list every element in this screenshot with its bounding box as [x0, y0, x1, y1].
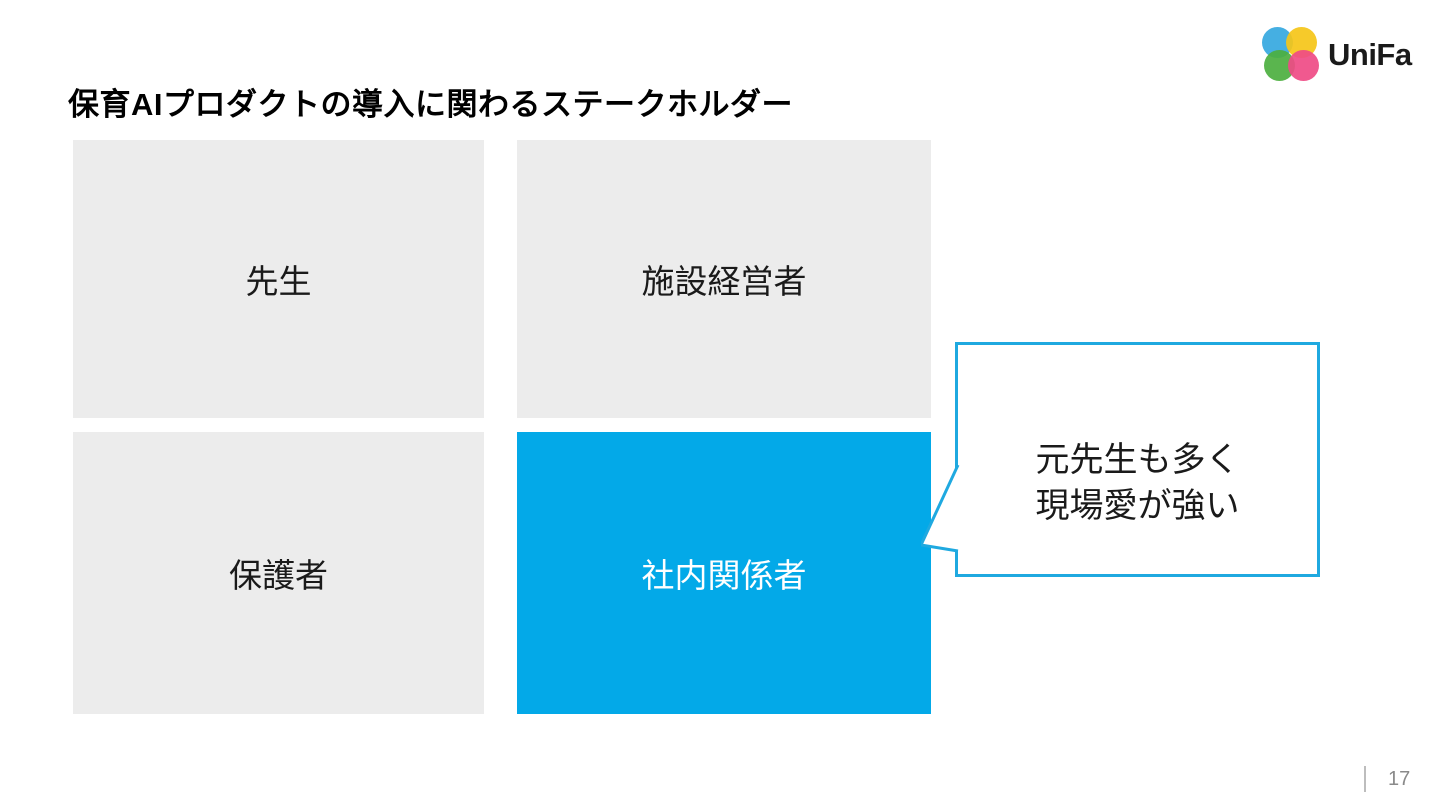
callout-text: 元先生も多く 現場愛が強い [1035, 440, 1240, 525]
unifa-logo: UniFa [1262, 26, 1414, 82]
stakeholder-card-label: 社内関係者 [641, 557, 807, 594]
unifa-wordmark: UniFa [1328, 36, 1412, 72]
footer-divider [1364, 766, 1366, 792]
page-number: 17 [1388, 767, 1411, 790]
logo-blob-pink-icon [1288, 50, 1319, 81]
stakeholder-card-guardian[interactable]: 保護者 [73, 432, 484, 714]
page-title: 保育AIプロダクトの導入に関わるステークホルダー [68, 86, 793, 122]
callout-bubble: 元先生も多く 現場愛が強い [955, 342, 1320, 577]
slide-footer: 17 [1364, 764, 1414, 794]
stakeholder-card-internal-stakeholder[interactable]: 社内関係者 [517, 432, 931, 714]
stakeholder-card-label: 保護者 [229, 557, 328, 594]
unifa-logo-mark-icon [1262, 27, 1319, 81]
stakeholder-card-facility-manager[interactable]: 施設経営者 [517, 140, 931, 418]
stakeholder-card-label: 先生 [245, 263, 312, 300]
stakeholder-card-label: 施設経営者 [641, 263, 807, 300]
callout-tail-icon [921, 463, 961, 553]
stakeholder-card-teacher[interactable]: 先生 [73, 140, 484, 418]
